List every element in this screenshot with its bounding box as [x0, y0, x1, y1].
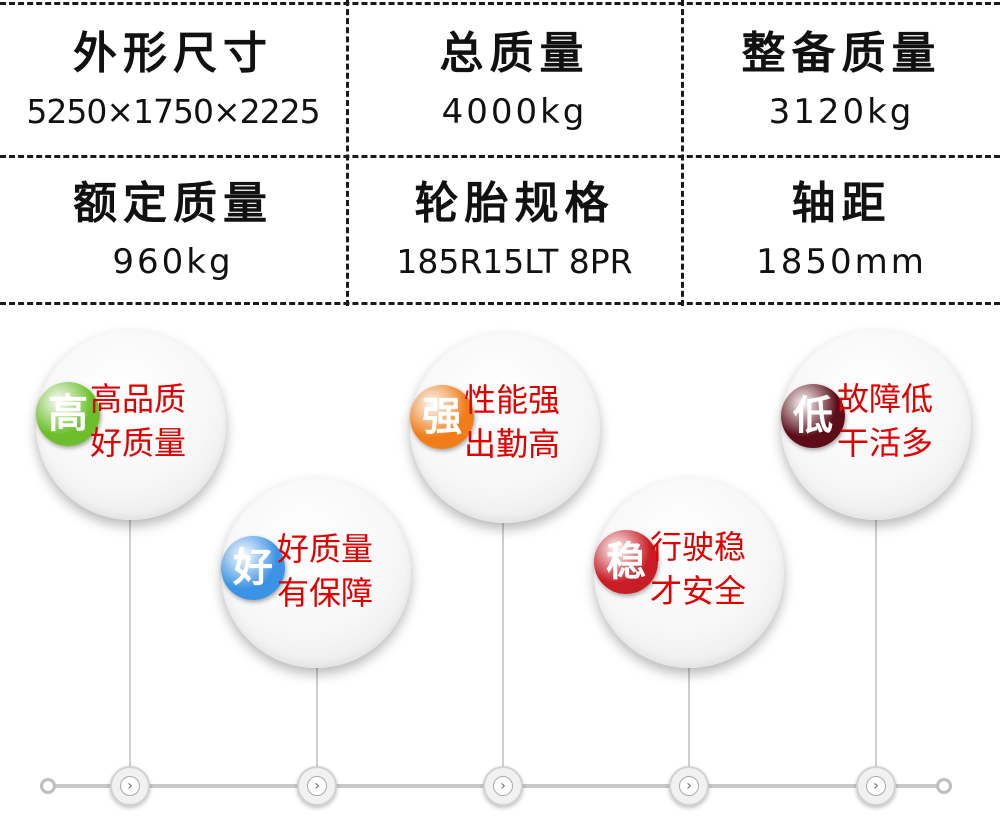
spec-value: 1850mm	[756, 242, 927, 282]
spec-cell-total-mass: 总质量 4000kg	[348, 28, 681, 132]
feature-line-1: 性能强	[464, 381, 561, 419]
table-divider-1	[346, 0, 349, 306]
table-border-middle	[0, 155, 1000, 158]
spec-label: 外形尺寸	[73, 28, 273, 79]
feature-badge: 稳	[594, 530, 658, 594]
timeline-node[interactable]: ›	[669, 766, 709, 806]
spec-label: 轮胎规格	[414, 178, 615, 229]
chevron-right-icon: ›	[307, 776, 327, 796]
spec-value: 185R15LT 8PR	[396, 242, 633, 281]
feature-line-2: 好质量	[90, 424, 187, 462]
feature-bubble-safety: 稳 行驶稳 才安全	[594, 478, 784, 668]
feature-badge: 低	[781, 384, 845, 448]
spec-cell-wheelbase: 轴距 1850mm	[683, 178, 1000, 282]
table-divider-2	[681, 0, 684, 306]
feature-stem	[688, 665, 690, 767]
spec-label: 整备质量	[741, 28, 942, 79]
spec-value: 3120kg	[768, 92, 915, 132]
chevron-right-icon: ›	[679, 776, 699, 796]
timeline-end-dot	[936, 778, 952, 794]
feature-line-1: 高品质	[90, 380, 187, 418]
feature-badge: 高	[36, 382, 100, 446]
feature-line-2: 干活多	[837, 424, 934, 462]
spec-cell-dimensions: 外形尺寸 5250×1750×2225	[0, 28, 346, 132]
spec-value: 5250×1750×2225	[26, 92, 320, 131]
spec-label: 轴距	[791, 178, 892, 229]
spec-table: 外形尺寸 5250×1750×2225 总质量 4000kg 整备质量 3120…	[0, 0, 1000, 306]
spec-value: 4000kg	[441, 92, 588, 132]
feature-stem	[129, 515, 131, 767]
spec-cell-curb-mass: 整备质量 3120kg	[683, 28, 1000, 132]
timeline-node[interactable]: ›	[297, 766, 337, 806]
chevron-right-icon: ›	[493, 776, 513, 796]
feature-badge: 好	[221, 536, 285, 600]
feature-bubble-reliability: 低 故障低 干活多	[781, 330, 971, 520]
feature-line-1: 好质量	[277, 530, 374, 568]
feature-bubble-performance: 强 性能强 出勤高	[410, 333, 600, 523]
feature-line-2: 出勤高	[464, 425, 561, 463]
timeline-node[interactable]: ›	[483, 766, 523, 806]
spec-label: 额定质量	[73, 178, 273, 229]
feature-stem	[502, 520, 504, 767]
feature-bubble-assurance: 好 好质量 有保障	[221, 478, 411, 668]
table-border-top	[0, 2, 1000, 5]
feature-bubble-quality: 高 高品质 好质量	[36, 330, 226, 520]
feature-stem	[875, 515, 877, 767]
feature-badge: 强	[410, 385, 474, 449]
spec-cell-rated-mass: 额定质量 960kg	[0, 178, 346, 282]
spec-value: 960kg	[112, 242, 234, 282]
feature-line-1: 故障低	[837, 380, 934, 418]
chevron-right-icon: ›	[866, 776, 886, 796]
feature-stem	[316, 665, 318, 767]
feature-line-1: 行驶稳	[650, 528, 747, 566]
spec-cell-tire-spec: 轮胎规格 185R15LT 8PR	[348, 178, 681, 282]
table-border-bottom	[0, 302, 1000, 305]
feature-line-2: 有保障	[277, 574, 374, 612]
feature-line-2: 才安全	[650, 572, 747, 610]
timeline-node[interactable]: ›	[110, 766, 150, 806]
spec-label: 总质量	[439, 28, 590, 79]
timeline-node[interactable]: ›	[856, 766, 896, 806]
chevron-right-icon: ›	[120, 776, 140, 796]
timeline-start-dot	[40, 778, 56, 794]
